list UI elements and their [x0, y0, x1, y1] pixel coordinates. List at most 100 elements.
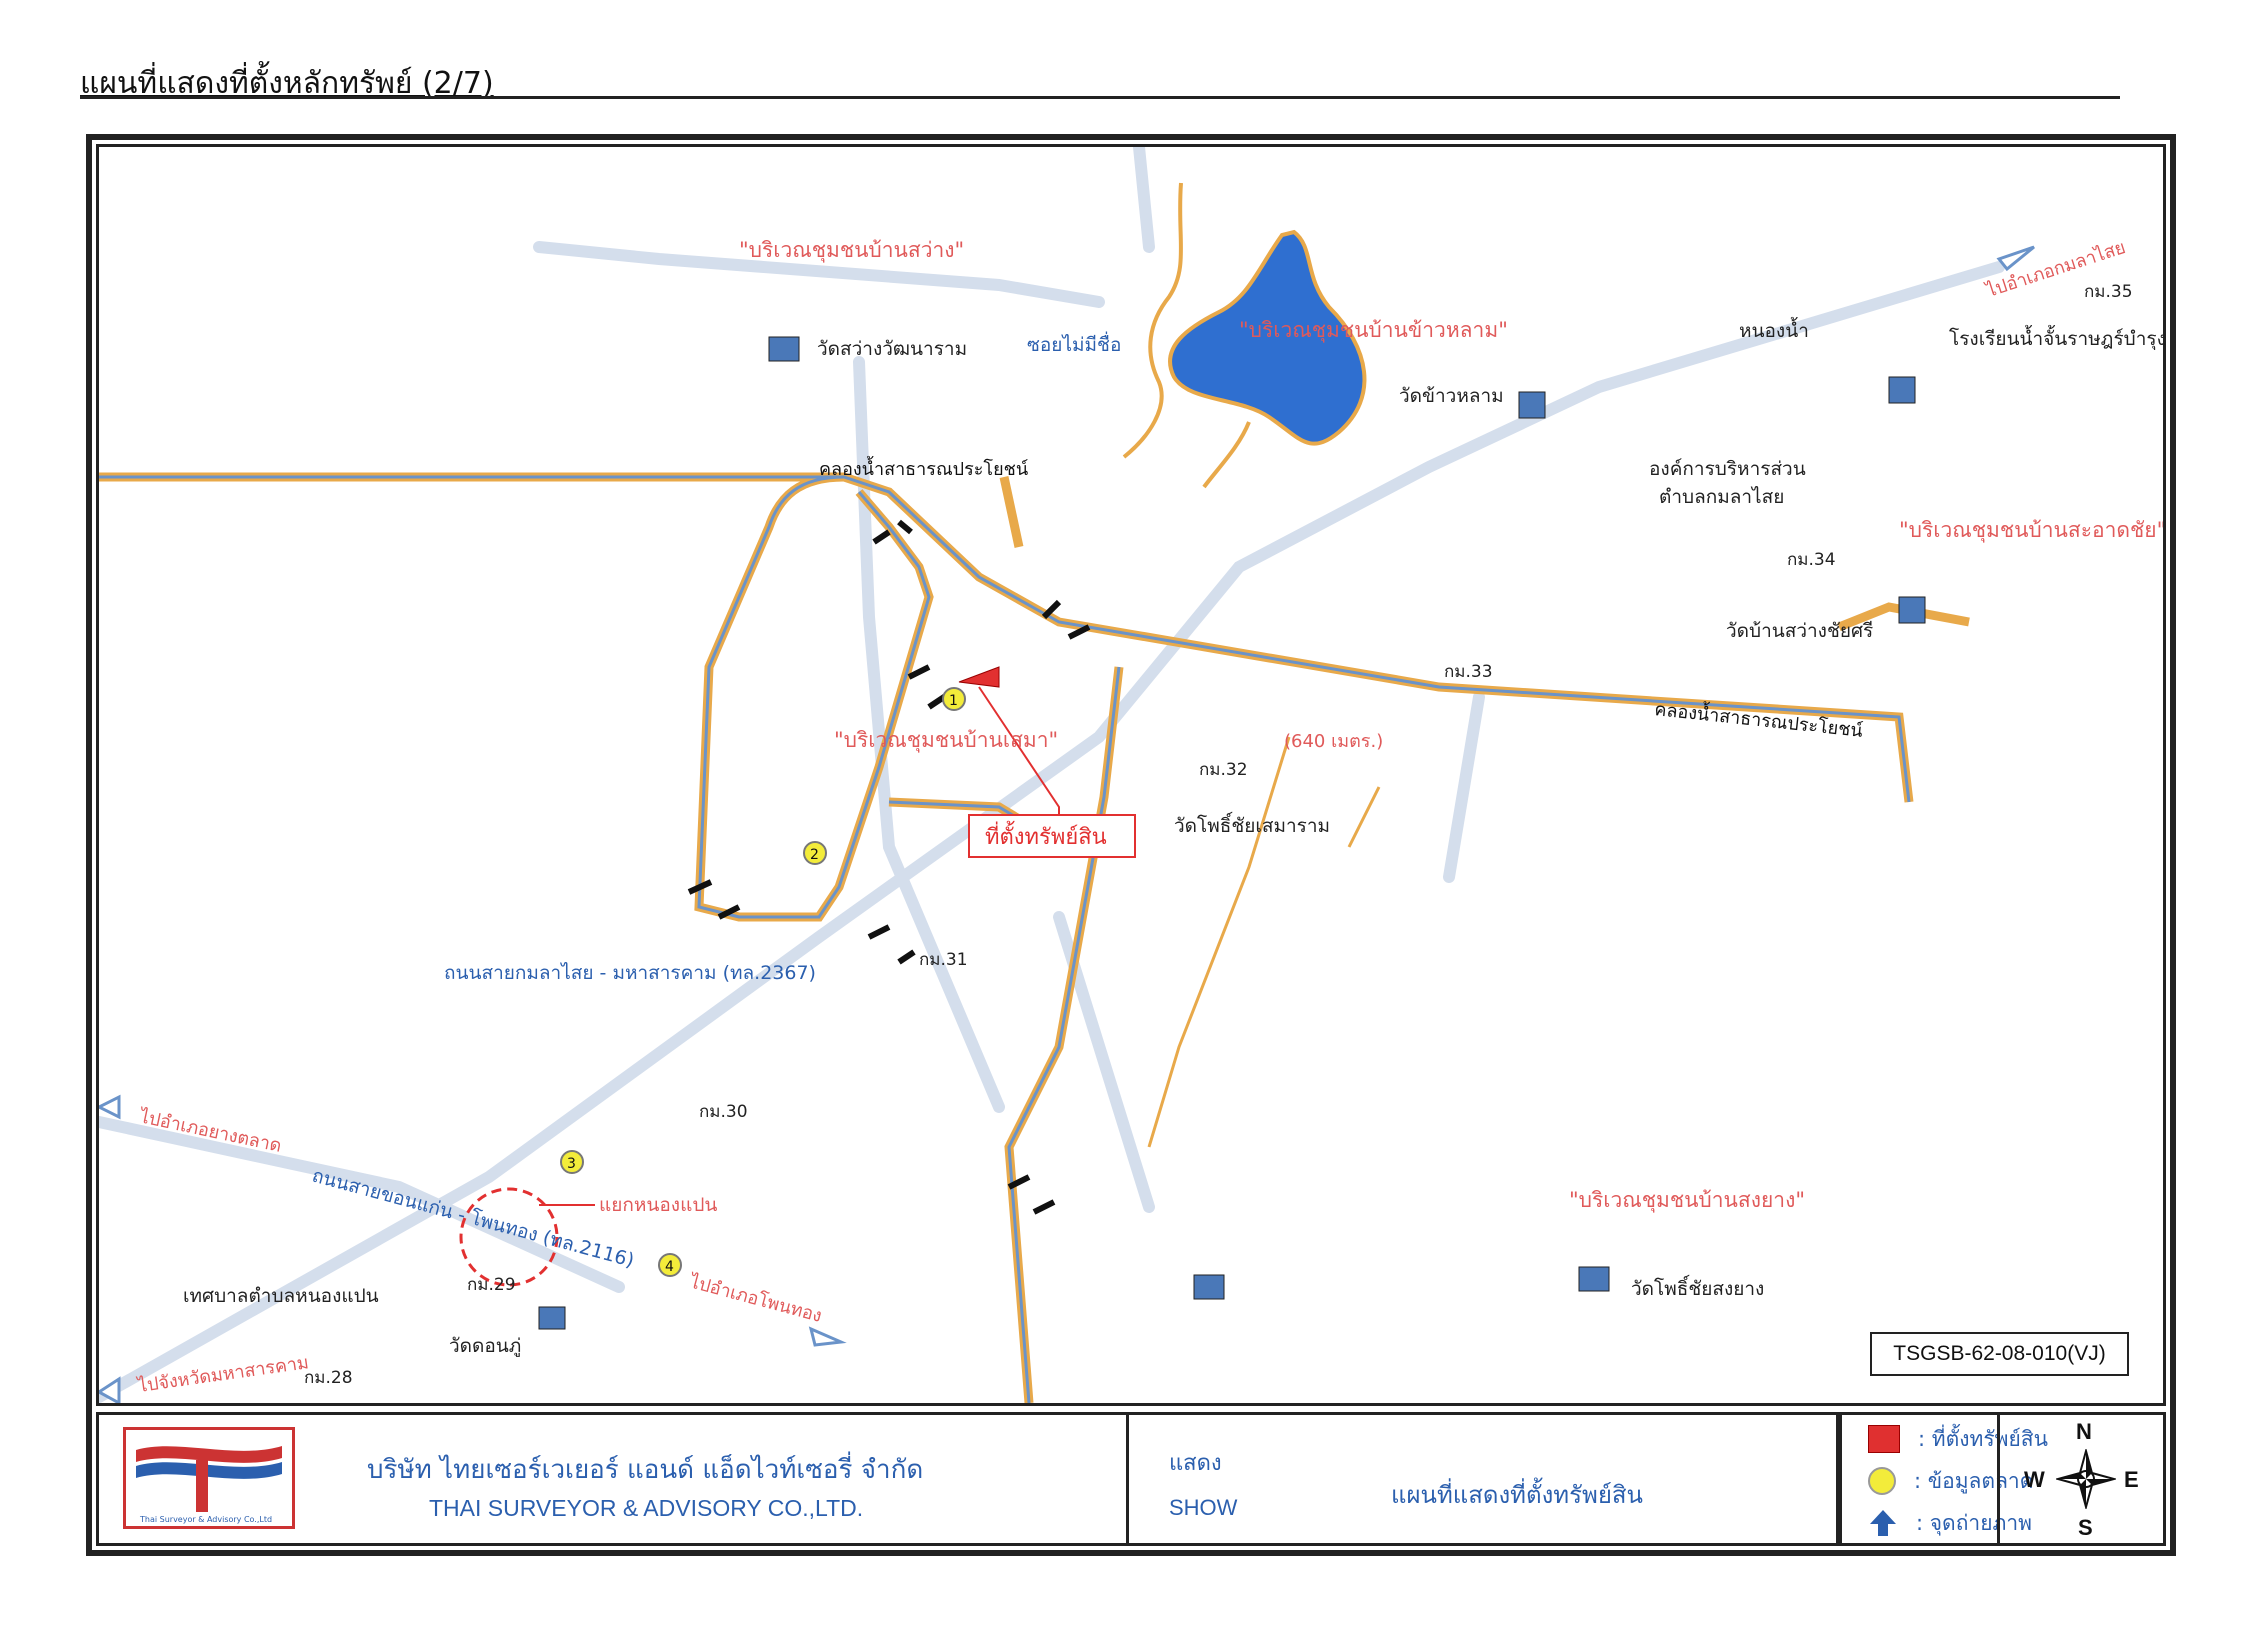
show-label-th: แสดง: [1169, 1451, 1222, 1476]
legend-box: Thai Surveyor & Advisory Co.,Ltd บริษัท …: [96, 1412, 2166, 1546]
market-points: 1 2 3 4: [560, 687, 966, 1277]
bridge-2: [907, 664, 949, 710]
road-label: ถนนสายกมลาไสย - มหาสารคาม (ทล.2367): [444, 962, 816, 984]
road-nw: [1133, 147, 1155, 253]
market-point-2-label: 2: [810, 847, 819, 863]
km-marker: กม.35: [2084, 282, 2133, 302]
road-soi-north: [533, 241, 1105, 308]
road-soi-mid: [853, 356, 1005, 1113]
place-label: วัดดอนภู่: [449, 1335, 521, 1357]
km-marker: กม.32: [1199, 760, 1248, 780]
place-label: วัดสว่างวัฒนาราม: [817, 338, 967, 360]
title-rule: [80, 96, 2120, 99]
property-callout-box: [968, 814, 1136, 858]
logo-graphic: Thai Surveyor & Advisory Co.,Ltd: [136, 1446, 282, 1524]
temple-icon: [1193, 1274, 1225, 1300]
km-marker: กม.29: [467, 1275, 516, 1295]
road-2116: [99, 1116, 625, 1293]
bridge-1: [872, 519, 913, 545]
arrow-kmalaisai: [1996, 245, 2035, 272]
market-point-4: [658, 1253, 682, 1277]
map-caption: แผนที่แสดงที่ตั้งทรัพย์สิน: [1391, 1481, 1643, 1509]
temple-icons: [538, 336, 1926, 1330]
km-marker: กม.34: [1787, 550, 1836, 570]
bridge-5: [867, 924, 916, 965]
canal-kmalaisai: [999, 476, 1024, 548]
legend-row-market: : ข้อมูลตลาด: [1868, 1465, 2033, 1497]
lake: [1168, 229, 1367, 446]
km-marker: กม.31: [919, 950, 968, 970]
bridge-4: [687, 879, 741, 920]
company-cell: Thai Surveyor & Advisory Co.,Ltd บริษัท …: [99, 1415, 1129, 1543]
place-label: ตำบลกมลาไสย: [1659, 486, 1784, 508]
legend-text: : ที่ตั้งทรัพย์สิน: [1918, 1426, 2048, 1451]
market-point-3: [560, 1150, 584, 1174]
place-label: วัดบ้านสว่างชัยศรี: [1726, 620, 1873, 642]
road-label: คลองน้ำสาธารณประโยชน์: [1653, 696, 1864, 742]
show-cell: แสดง SHOW: [1129, 1415, 1269, 1543]
bridge-6: [1007, 1174, 1056, 1215]
market-point-3-label: 3: [567, 1156, 576, 1172]
community-label: "บริเวณชุมชนบ้านเสมา": [834, 728, 1058, 753]
show-label-en: SHOW: [1169, 1495, 1238, 1520]
lake-canal-2: [1202, 421, 1251, 489]
caption-cell: แผนที่แสดงที่ตั้งทรัพย์สิน: [1269, 1415, 1839, 1543]
place-label: หนองน้ำ: [1739, 317, 1809, 342]
company-name-en: THAI SURVEYOR & ADVISORY CO.,LTD.: [429, 1495, 864, 1521]
logo-caption: Thai Surveyor & Advisory Co.,Ltd: [139, 1515, 272, 1524]
orange-road-1: [1147, 736, 1291, 1148]
arrow-phonthong: [808, 1326, 847, 1347]
place-label: วัดโพธิ์ชัยสงยาง: [1631, 1274, 1764, 1300]
community-label: "บริเวณชุมชนบ้านสะอาดชัย": [1899, 518, 2163, 543]
legend-row-photo: : จุดถ่ายภาพ: [1868, 1507, 2032, 1539]
legend-cell: : ที่ตั้งทรัพย์สิน : ข้อมูลตลาด : จุดถ่า…: [1839, 1415, 2113, 1543]
place-label: องค์การบริหารส่วน: [1649, 458, 1806, 480]
arrow-yangtalat: [99, 1094, 121, 1120]
junction-circle: [459, 1187, 559, 1287]
temple-icon: [1518, 391, 1546, 419]
canal-vert-inner: [1007, 666, 1121, 1403]
canal-north: [99, 472, 1914, 803]
map-code-box: TSGSB-62-08-010(VJ): [1870, 1332, 2129, 1376]
place-label: วัดโพธิ์ชัยเสมาราม: [1174, 811, 1330, 837]
bridge-3: [1041, 599, 1091, 640]
arrow-mahasarakham: [99, 1376, 121, 1403]
legend-text: : จุดถ่ายภาพ: [1916, 1510, 2032, 1535]
market-point-2: [803, 841, 827, 865]
property-callout: ที่ตั้งทรัพย์สิน: [985, 821, 1107, 850]
legend-text: : ข้อมูลตลาด: [1914, 1468, 2034, 1493]
market-point-1-label: 1: [949, 693, 958, 709]
compass-w: W: [2024, 1467, 2045, 1492]
property-square-icon: [1868, 1425, 1900, 1453]
photo-arrow-icon: [1870, 1510, 1896, 1536]
map-canvas[interactable]: ที่ตั้งทรัพย์สิน 1 2 3 4 "บริเวณชุมชนบ้า…: [99, 147, 2163, 1403]
orange-road-2: [1347, 786, 1381, 848]
company-name-th: บริษัท ไทยเซอร์เวเยอร์ แอนด์ แอ็ดไวท์เซอ…: [367, 1455, 924, 1485]
canal-loop-inner: [697, 475, 931, 919]
community-label: "บริเวณชุมชนบ้านข้าวหลาม": [1239, 318, 1508, 343]
temple-icon: [1578, 1266, 1610, 1292]
map-area[interactable]: ที่ตั้งทรัพย์สิน 1 2 3 4 "บริเวณชุมชนบ้า…: [96, 144, 2166, 1406]
road-label: คลองน้ำสาธารณประโยชน์: [819, 456, 1028, 480]
compass-n: N: [2076, 1419, 2092, 1444]
compass-e: E: [2124, 1467, 2139, 1492]
road-main-2367: [99, 261, 2005, 1403]
road-east-soi: [1443, 691, 1485, 883]
temple-icon: [538, 1306, 566, 1330]
legend-row-property: : ที่ตั้งทรัพย์สิน: [1868, 1423, 2048, 1455]
lake-canal: [1122, 182, 1183, 459]
distance-label: (640 เมตร.): [1284, 731, 1383, 752]
community-label: "บริเวณชุมชนบ้านสงยาง": [1569, 1188, 1805, 1213]
temple-icon: [768, 336, 800, 362]
market-point-4-label: 4: [665, 1259, 674, 1275]
place-label: เทศบาลตำบลหนองแปน: [183, 1285, 379, 1307]
temple-icon: [1898, 596, 1926, 624]
km-marker: กม.33: [1444, 662, 1493, 682]
km-marker: กม.28: [304, 1368, 353, 1388]
market-circle-icon: [1868, 1467, 1896, 1495]
road-label: ซอยไม่มีชื่อ: [1027, 331, 1121, 356]
community-label: "บริเวณชุมชนบ้านสว่าง": [739, 238, 964, 263]
market-point-1: [942, 687, 966, 711]
place-label: โรงเรียนน้ำจั้นราษฎร์บำรุง: [1949, 325, 2163, 351]
road-label: ไปอำเภอโพนทอง: [686, 1270, 825, 1327]
